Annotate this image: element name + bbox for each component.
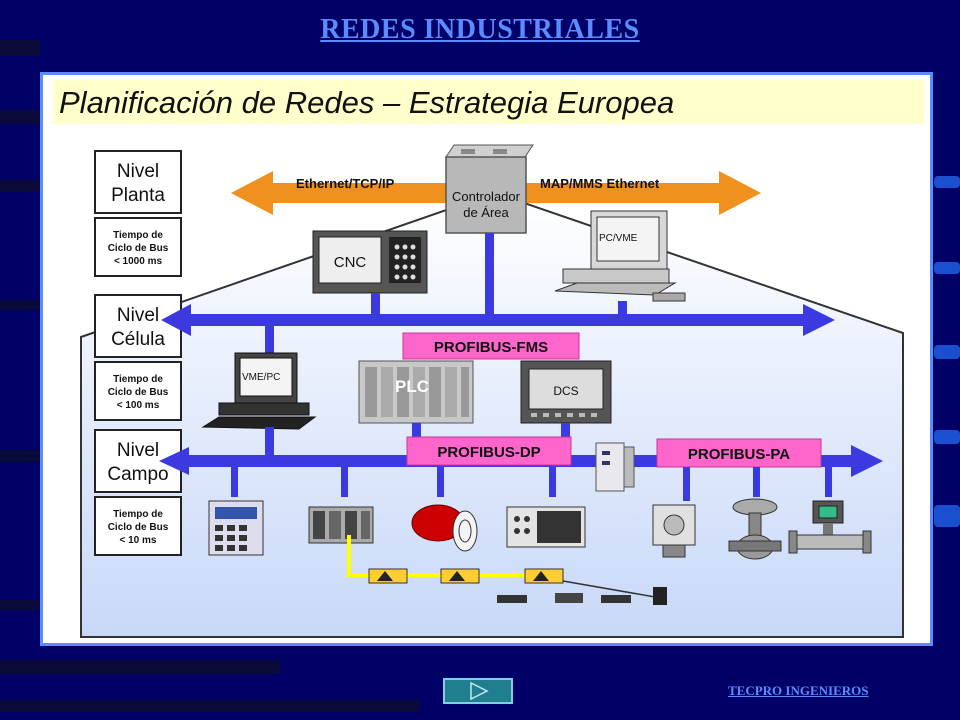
- pa-label-box: [656, 438, 822, 468]
- cycle-time: Ciclo de Bus: [108, 243, 169, 254]
- level-name: Célula: [111, 329, 165, 350]
- next-slide-button[interactable]: [443, 678, 513, 704]
- dp-label: PROFIBUS-DP: [437, 444, 540, 461]
- bus-link: [485, 233, 494, 317]
- background-accent: [934, 430, 960, 444]
- pressure-transmitter: [652, 504, 696, 558]
- pc-vme-label: PC/VME: [599, 233, 638, 244]
- level-campo: Nivel Campo Tiempo de Ciclo de Bus < 10 …: [94, 429, 182, 556]
- background-stripe: [0, 700, 420, 712]
- background-stripe: [0, 600, 40, 610]
- bus-link: [371, 293, 380, 317]
- area-controller-label: Controlador: [452, 189, 521, 204]
- cell-bus-arrow: [161, 304, 835, 336]
- level-name: Nivel: [117, 305, 159, 326]
- bus-link: [618, 301, 627, 317]
- sensor-module: [440, 568, 480, 584]
- cnc-device: CNC: [312, 230, 428, 294]
- background-accent: [934, 345, 960, 359]
- background-stripe: [0, 450, 40, 462]
- cycle-time: Ciclo de Bus: [108, 522, 169, 533]
- plant-bus-label-right: MAP/MMS Ethernet: [540, 176, 660, 191]
- background-accent: [934, 505, 960, 527]
- plant-bus-label-left: Ethernet/TCP/IP: [296, 176, 395, 191]
- cycle-time: < 1000 ms: [114, 256, 163, 267]
- bus-link: [437, 467, 444, 497]
- area-controller: Controlador de Área: [445, 144, 534, 234]
- cycle-time: Tiempo de: [113, 230, 163, 241]
- bus-link: [341, 467, 348, 497]
- operator-panel: [208, 500, 264, 556]
- cycle-time: Ciclo de Bus: [108, 387, 169, 398]
- vme-pc-label: VME/PC: [242, 372, 280, 383]
- level-celula: Nivel Célula Tiempo de Ciclo de Bus < 10…: [94, 294, 182, 421]
- diagram-header: Planificación de Redes – Estrategia Euro…: [59, 85, 674, 120]
- background-accent: [934, 176, 960, 188]
- vme-pc-workstation: VME/PC: [201, 352, 317, 430]
- terminal-block: [506, 506, 586, 548]
- level-planta: Nivel Planta Tiempo de Ciclo de Bus < 10…: [94, 150, 182, 277]
- house-outline: [80, 191, 904, 638]
- network-diagram-frame: Planificación de Redes – Estrategia Euro…: [40, 72, 933, 646]
- pa-label: PROFIBUS-PA: [688, 446, 790, 463]
- bus-link: [683, 467, 690, 501]
- background-stripe: [0, 110, 40, 124]
- cycle-time: Tiempo de: [113, 509, 163, 520]
- slide-title: REDES INDUSTRIALES: [320, 14, 640, 45]
- network-diagram: Planificación de Redes – Estrategia Euro…: [53, 80, 924, 638]
- cycle-time: Tiempo de: [113, 374, 163, 385]
- play-arrow-icon: [470, 681, 489, 701]
- bus-link: [753, 467, 760, 497]
- cycle-time: < 100 ms: [117, 400, 160, 411]
- bus-link: [825, 467, 832, 497]
- control-valve: [728, 498, 782, 560]
- bus-link: [231, 467, 238, 497]
- sensor-module: [524, 568, 564, 584]
- area-controller-label: de Área: [463, 205, 509, 220]
- background-stripe: [0, 300, 40, 310]
- bus-link: [265, 326, 274, 356]
- fms-label-box: [402, 332, 580, 360]
- dp-pa-coupler: [595, 442, 635, 492]
- level-name: Campo: [107, 464, 168, 485]
- flow-meter: [788, 500, 872, 554]
- sensors: [497, 580, 667, 605]
- io-module: [308, 506, 374, 544]
- background-accent: [934, 262, 960, 274]
- diagram-header-band: [53, 80, 924, 124]
- footer-company: TECPRO INGENIEROS: [728, 683, 869, 698]
- level-name: Nivel: [117, 161, 159, 182]
- plc-device: PLC: [358, 360, 474, 424]
- plc-label: PLC: [395, 377, 429, 396]
- cnc-label: CNC: [334, 254, 367, 271]
- pc-vme-workstation: PC/VME: [554, 210, 686, 302]
- fms-label: PROFIBUS-FMS: [434, 339, 548, 356]
- background-stripe: [0, 40, 40, 56]
- background-stripe: [0, 660, 280, 674]
- dcs-label: DCS: [553, 384, 578, 398]
- dcs-device: DCS: [520, 360, 612, 424]
- cycle-time: < 10 ms: [120, 535, 157, 546]
- drive-device: [411, 504, 478, 552]
- level-name: Planta: [111, 185, 165, 206]
- sensor-bus-line: [347, 535, 563, 577]
- bus-link: [265, 427, 274, 457]
- bus-link: [549, 467, 556, 497]
- background-stripe: [0, 180, 40, 192]
- level-name: Nivel: [117, 440, 159, 461]
- sensor-module: [368, 568, 408, 584]
- dp-label-box: [406, 436, 572, 466]
